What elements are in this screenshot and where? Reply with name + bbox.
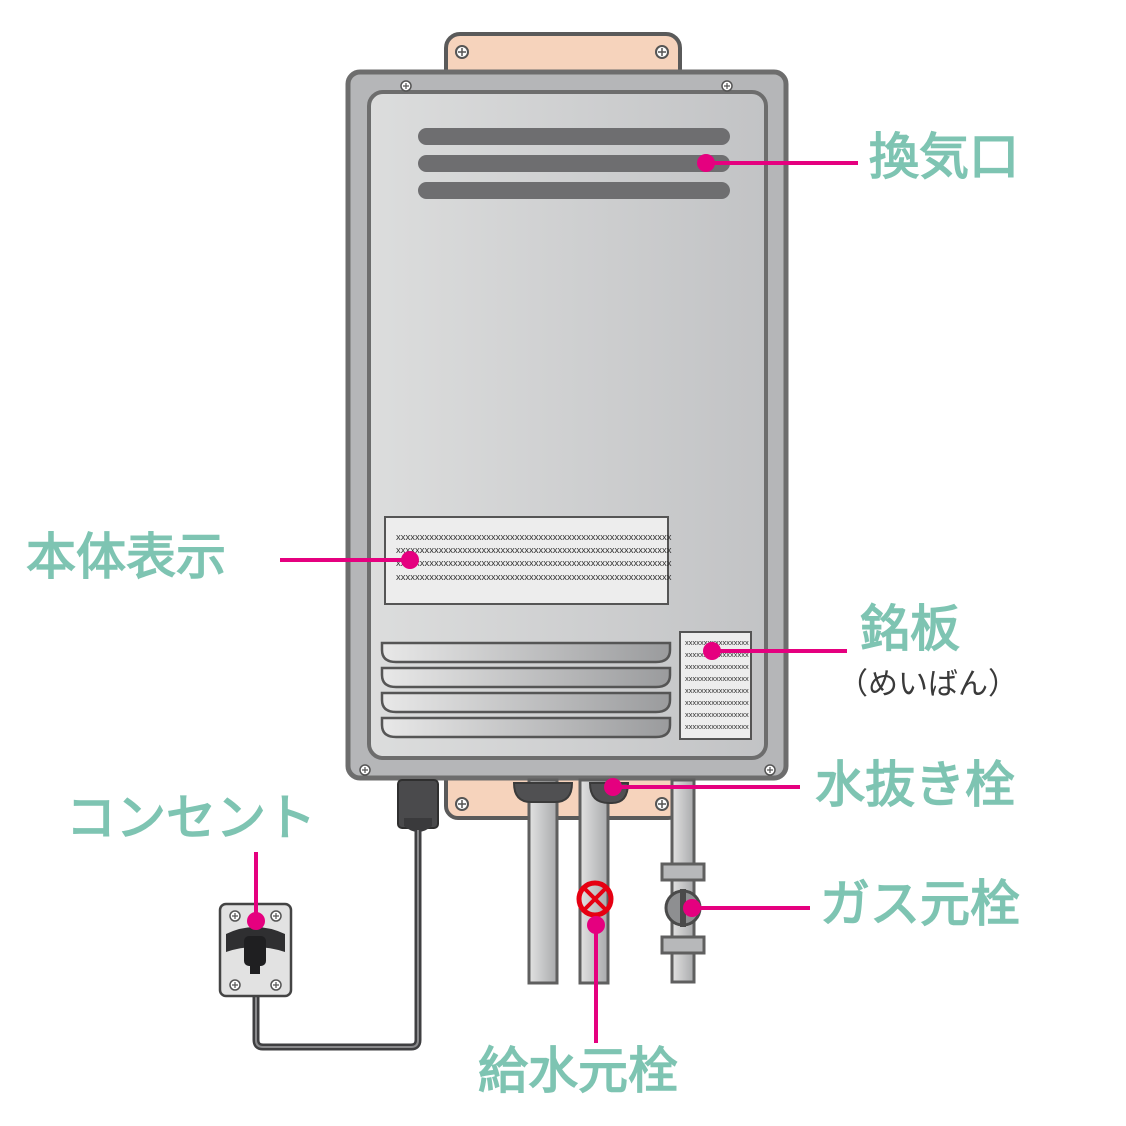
power-plug xyxy=(397,779,439,832)
outlet-leader-line xyxy=(247,852,265,930)
nameplate-text-line: xxxxxxxxxxxxxxxxx xyxy=(685,686,749,695)
screw-icon xyxy=(455,797,469,811)
vent-leader-line xyxy=(697,154,858,172)
sticker-text-line: xxxxxxxxxxxxxxxxxxxxxxxxxxxxxxxxxxxxxxxx… xyxy=(396,532,672,543)
gas-valve-leader-line xyxy=(683,899,810,917)
nameplate-text-line: xxxxxxxxxxxxxxxxx xyxy=(685,722,749,731)
screw-icon xyxy=(229,910,241,922)
gas-valve-label: ガス元栓 xyxy=(820,875,1020,933)
vent-label: 換気口 xyxy=(869,128,1019,186)
water-valve-leader-line xyxy=(587,916,605,1043)
sticker-text-line: xxxxxxxxxxxxxxxxxxxxxxxxxxxxxxxxxxxxxxxx… xyxy=(396,572,672,583)
sticker-text-line: xxxxxxxxxxxxxxxxxxxxxxxxxxxxxxxxxxxxxxxx… xyxy=(396,558,672,569)
water-valve-handle-icon xyxy=(576,880,614,918)
drain-plug-leader-line xyxy=(604,778,800,796)
nameplate-text-line: xxxxxxxxxxxxxxxxx xyxy=(685,698,749,707)
outlet-label: コンセント xyxy=(66,789,316,847)
nameplate-text-line: xxxxxxxxxxxxxxxxx xyxy=(685,674,749,683)
body-display-sticker: xxxxxxxxxxxxxxxxxxxxxxxxxxxxxxxxxxxxxxxx… xyxy=(384,516,672,605)
leader-lines xyxy=(247,154,858,1043)
screw-icon xyxy=(764,764,776,776)
screw-icon xyxy=(270,910,282,922)
screw-icon xyxy=(655,797,669,811)
nameplate-reading-label: （めいばん） xyxy=(838,667,1018,702)
screw-icon xyxy=(721,80,733,92)
screw-icon xyxy=(655,45,669,59)
water-valve-label: 給水元栓 xyxy=(478,1042,678,1100)
nameplate-text-line: xxxxxxxxxxxxxxxxx xyxy=(685,710,749,719)
screw-icon xyxy=(270,979,282,991)
body-display-label: 本体表示 xyxy=(26,528,226,586)
screw-icon xyxy=(229,979,241,991)
nameplate-text-line: xxxxxxxxxxxxxxxxx xyxy=(685,662,749,671)
nameplate-label: 銘板 xyxy=(860,600,960,658)
exhaust-vent xyxy=(418,128,730,199)
nameplate-text-line: xxxxxxxxxxxxxxxxx xyxy=(685,638,749,647)
hot-water-pipe xyxy=(512,778,574,985)
gas-pipe xyxy=(660,778,706,984)
screw-icon xyxy=(455,45,469,59)
nameplate-leader-line xyxy=(703,642,847,660)
screw-icon xyxy=(359,764,371,776)
body-display-leader-line xyxy=(280,551,419,569)
intake-louvers xyxy=(380,641,672,739)
screw-icon xyxy=(400,80,412,92)
drain-plug-label: 水抜き栓 xyxy=(815,756,1015,814)
sticker-text-line: xxxxxxxxxxxxxxxxxxxxxxxxxxxxxxxxxxxxxxxx… xyxy=(396,545,672,556)
